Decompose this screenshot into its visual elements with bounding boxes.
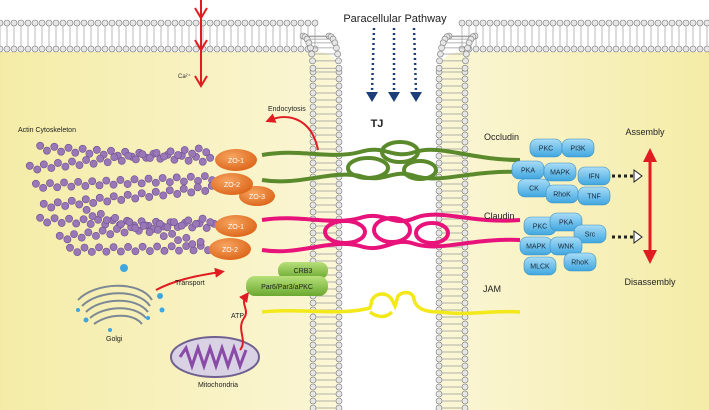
svg-text:ZO-3: ZO-3 <box>249 194 265 201</box>
kinase-rhok: RhoK <box>545 184 579 204</box>
kinase-label: MAPK <box>526 244 546 251</box>
kinase-label: MLCK <box>530 264 550 271</box>
tj-label: TJ <box>371 118 384 130</box>
kinase-src: Src <box>573 224 607 244</box>
kinase-label: RhoK <box>553 192 571 199</box>
assembly-label: Assembly <box>625 127 665 137</box>
atp-arrow <box>239 291 249 351</box>
kinase-label: PKC <box>539 146 553 153</box>
kinase-mapk: MAPK <box>543 162 577 182</box>
par-complex-label: Par6/Par3/aPKC <box>261 284 313 291</box>
svg-text:ZO-1: ZO-1 <box>228 158 244 165</box>
kinase-label: PI3K <box>570 146 586 153</box>
golgi-vesicles <box>76 264 165 332</box>
claudin-dotted-arrow <box>612 230 643 244</box>
svg-text:ZO-2: ZO-2 <box>222 247 238 254</box>
kinase-label: PKA <box>559 220 573 227</box>
calcium-label: Ca²⁺ <box>178 73 191 80</box>
kinase-label: CK <box>529 186 539 193</box>
kinase-pi3k: PI3K <box>561 138 595 158</box>
svg-text:ZO-1: ZO-1 <box>228 224 244 231</box>
kinase-label: TNF <box>587 194 601 201</box>
assembly-disassembly-arrow <box>643 148 657 264</box>
kinase-pkc: PKC <box>529 138 563 158</box>
claudin-strand <box>261 212 521 254</box>
kinase-ck: CK <box>517 178 551 198</box>
kinase-wnk: WNK <box>549 236 583 256</box>
polarity-complex: CRB3 Par6/Par3/aPKC <box>246 262 328 296</box>
kinase-label: IFN <box>588 174 599 181</box>
kinase-label: Src <box>585 232 596 239</box>
kinase-mlck: MLCK <box>523 256 557 276</box>
crb3-label: CRB3 <box>294 268 313 275</box>
kinase-label: PKC <box>533 224 547 231</box>
kinase-ifn: IFN <box>577 166 611 186</box>
mitochondria <box>170 336 260 378</box>
paracellular-pathway-arrows <box>366 27 422 102</box>
occludin-label: Occludin <box>484 132 519 142</box>
atp-label: ATP <box>231 313 244 320</box>
transport-label: Transport <box>175 280 205 287</box>
occludin-strand <box>261 140 521 184</box>
golgi <box>77 284 153 325</box>
kinase-mapk: MAPK <box>519 236 553 256</box>
zo2-bottom: ZO-2 <box>209 238 251 260</box>
jam-label: JAM <box>483 284 501 294</box>
occludin-kinase-cluster: PKC PI3K PKA MAPK IFN CK RhoK TNF <box>511 138 611 206</box>
actin-cytoskeleton-label: Actin Cytoskeleton <box>18 127 76 134</box>
endocytosis-arrow <box>265 113 319 151</box>
disassembly-label: Disassembly <box>624 277 676 287</box>
paracellular-pathway-label: Paracellular Pathway <box>343 13 447 25</box>
actin-filaments <box>25 141 218 256</box>
kinase-tnf: TNF <box>577 186 611 206</box>
occludin-dotted-arrow <box>612 169 643 183</box>
claudin-label: Claudin <box>484 211 515 221</box>
kinase-label: WNK <box>558 244 575 251</box>
kinase-label: MAPK <box>550 170 570 177</box>
jam-strand <box>261 290 521 319</box>
golgi-label: Golgi <box>106 336 123 343</box>
kinase-pka: PKA <box>549 212 583 232</box>
transport-arrow <box>155 267 225 291</box>
kinase-pka: PKA <box>511 160 545 180</box>
kinase-label: PKA <box>521 168 535 175</box>
svg-text:ZO-2: ZO-2 <box>224 182 240 189</box>
zo2-top: ZO-2 <box>211 173 253 195</box>
kinase-rhok: RhoK <box>563 252 597 272</box>
endocytosis-label: Endocytosis <box>268 106 306 113</box>
zo1-bottom: ZO-1 <box>215 215 257 237</box>
calcium-arrow <box>194 0 208 88</box>
zo1-top: ZO-1 <box>215 149 257 171</box>
mitochondria-label: Mitochondria <box>198 382 238 389</box>
kinase-label: RhoK <box>571 260 589 267</box>
